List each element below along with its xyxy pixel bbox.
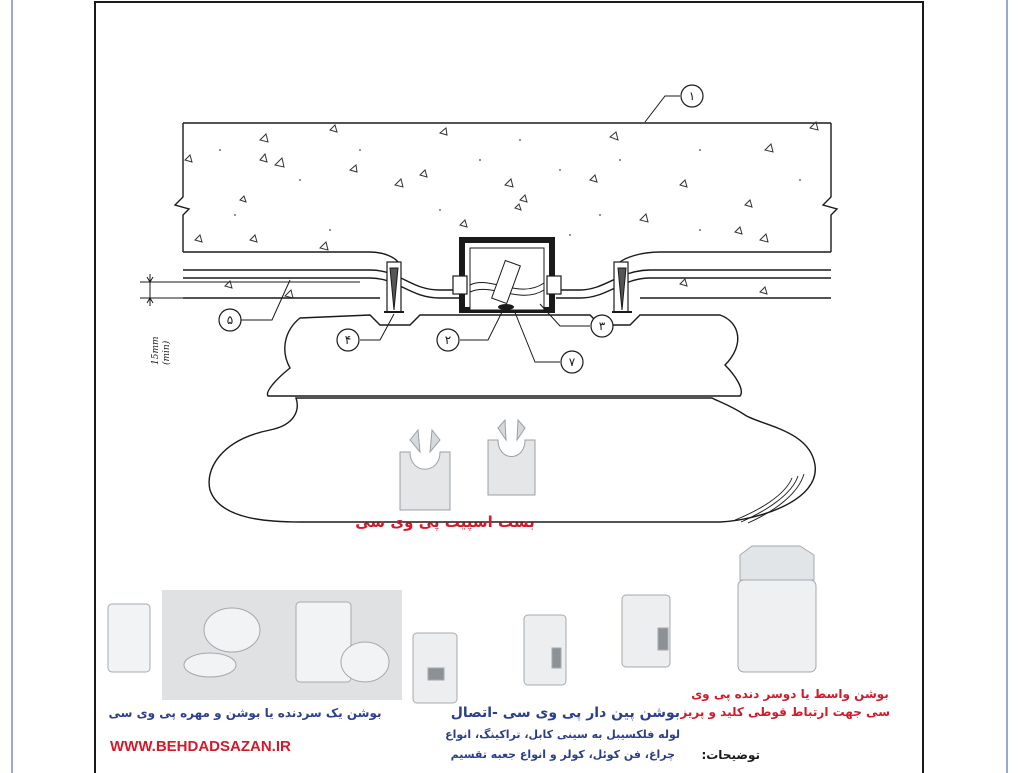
dimension-15mm <box>140 274 360 306</box>
website-link[interactable]: WWW.BEHDADSAZAN.IR <box>110 738 291 755</box>
callout-3: ٣ <box>599 319 606 333</box>
caption-pin: بوشن پین دار پی وی سی -اتصال <box>450 705 680 721</box>
callout-5: ۵ <box>227 313 233 327</box>
callout-4: ۴ <box>345 333 351 347</box>
callout-7: ٧ <box>569 355 576 369</box>
caption-coupling-line1: بوشن واسط یا دوسر دنده پی وی <box>691 687 889 701</box>
coupling-product <box>737 545 817 673</box>
caption-coupling-line2: سی جهت ارتباط قوطی کلید و پریز <box>680 705 890 719</box>
plaster-layer <box>266 314 742 397</box>
anchors <box>384 267 632 313</box>
caption-pin-desc: لوله فلکسیبل به سینی کابل، تراکینگ، انوا… <box>445 728 680 741</box>
page-frame <box>94 1 924 773</box>
dimension-label: 15mm(min) <box>151 336 172 365</box>
caption-clip: بست اسپیت پی وی سی <box>355 513 535 531</box>
pvc-clip-product <box>399 418 536 511</box>
callout-1: ١ <box>689 89 695 103</box>
aggregate-texture <box>184 121 819 299</box>
callout-circles <box>218 84 704 374</box>
notes-label: توضیحات: <box>701 748 760 762</box>
aggregate-dots <box>219 139 801 236</box>
caption-single-thread: بوشن یک سردنده یا بوشن و مهره پی وی سی <box>108 706 382 720</box>
arc-hatching <box>734 473 805 524</box>
callout-2: ٢ <box>445 333 451 347</box>
switch-box <box>459 237 555 313</box>
notes-text: چراغ، فن کوئل، کولر و انواع جعبه تقسیم <box>450 748 675 761</box>
leader-lines <box>240 95 680 363</box>
lower-panel-outline <box>208 397 816 523</box>
pin-bushing-products <box>412 594 671 704</box>
threaded-bushing-products <box>107 601 390 683</box>
